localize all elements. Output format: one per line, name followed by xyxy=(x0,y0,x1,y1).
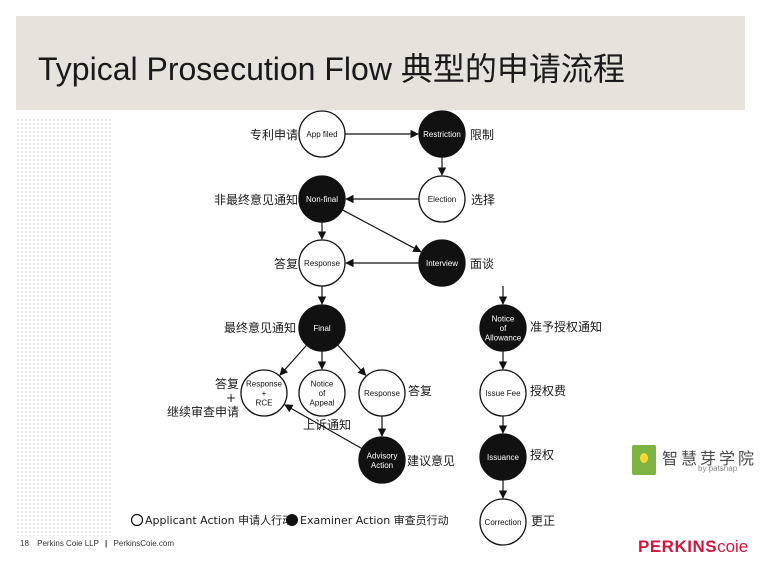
node-response2: Response xyxy=(358,369,406,417)
title-banner: Typical Prosecution Flow 典型的申请流程 xyxy=(16,16,745,110)
node-response-rce: Response+RCE xyxy=(240,369,288,417)
node-label-line: Restriction xyxy=(423,130,461,139)
node-label-line: Election xyxy=(428,195,456,204)
node-circle xyxy=(298,175,346,223)
node-label-line: of xyxy=(500,324,507,333)
footer-separator: | xyxy=(105,539,108,548)
node-circle xyxy=(358,436,406,484)
footer: 18 Perkins Coie LLP | PerkinsCoie.com xyxy=(20,539,174,548)
node-label-line: Allowance xyxy=(485,334,522,343)
node-response1: Response xyxy=(298,239,346,287)
node-label-line: Notice xyxy=(311,380,334,389)
node-circle xyxy=(418,110,466,158)
node-label-line: Non-final xyxy=(306,195,338,204)
label-response1-cn: 答复 xyxy=(274,256,298,271)
label-final-cn: 最终意见通知 xyxy=(224,320,296,335)
node-circle xyxy=(298,304,346,352)
node-label-line: Advisory xyxy=(367,451,398,460)
label-app-filed-cn: 专利申请 xyxy=(250,127,298,142)
node-app-filed: App filed xyxy=(298,110,346,158)
label-interview-cn: 面谈 xyxy=(470,257,494,271)
flow-arrows xyxy=(279,129,508,499)
node-correction: Correction xyxy=(479,498,527,546)
legend: Applicant Action 申请人行动 Examiner Action 审… xyxy=(130,513,449,527)
label-correction-cn: 更正 xyxy=(531,514,555,528)
zhihuiya-logo: 智慧芽学院 by patsnap xyxy=(632,445,754,475)
node-election: Election xyxy=(418,175,466,223)
label-rce-line1-cn: 答复 xyxy=(215,376,239,391)
node-label-line: of xyxy=(319,389,326,398)
arrow-final-to-response2 xyxy=(337,344,367,376)
label-response2-cn: 答复 xyxy=(408,383,432,398)
node-label-line: Appeal xyxy=(310,399,335,408)
node-label-line: Issue Fee xyxy=(485,389,521,398)
node-circle xyxy=(298,369,346,417)
node-circle xyxy=(298,110,346,158)
node-circle xyxy=(358,369,406,417)
node-label-line: RCE xyxy=(256,399,273,408)
node-circle xyxy=(479,433,527,481)
node-issuance: Issuance xyxy=(479,433,527,481)
dot-pattern xyxy=(16,118,112,536)
page-number: 18 xyxy=(20,539,29,548)
arrow-final-to-response-rce xyxy=(279,344,308,376)
label-election-cn: 选择 xyxy=(471,193,495,207)
node-label-line: Action xyxy=(371,461,393,470)
node-label-line: Issuance xyxy=(487,453,520,462)
node-label-line: Notice xyxy=(492,315,515,324)
label-non-final-cn: 非最终意见通知 xyxy=(214,192,298,207)
page-title: Typical Prosecution Flow 典型的申请流程 xyxy=(38,51,625,87)
arrow-advisory-to-response-rce xyxy=(284,404,363,450)
label-allowance-cn: 准予授权通知 xyxy=(530,319,602,334)
legend-applicant-label: Applicant Action 申请人行动 xyxy=(145,514,293,527)
node-label-line: Final xyxy=(313,324,331,333)
label-advisory-cn: 建议意见 xyxy=(407,453,455,468)
node-label-line: Correction xyxy=(485,518,522,527)
legend-examiner-label: Examiner Action 审查员行动 xyxy=(300,513,449,527)
lightbulb-icon xyxy=(632,445,656,475)
logo-chinese-text: 智慧芽学院 xyxy=(662,449,758,468)
node-restriction: Restriction xyxy=(418,110,466,158)
label-restriction-cn: 限制 xyxy=(470,128,494,142)
perkins-coie-logo: PERKINScoie xyxy=(638,537,748,557)
node-non-final: Non-final xyxy=(298,175,346,223)
node-label-line: App filed xyxy=(306,130,337,139)
label-rce-line3-cn: 继续审查申请 xyxy=(167,404,239,419)
node-label-line: Response xyxy=(364,389,401,398)
footer-firm: Perkins Coie LLP xyxy=(37,539,99,548)
node-label-line: + xyxy=(262,389,267,398)
node-issue-fee: Issue Fee xyxy=(479,369,527,417)
node-circle xyxy=(479,304,527,352)
node-label-line: Response xyxy=(246,380,283,389)
legend-examiner-marker xyxy=(286,514,298,526)
label-rce-line2-cn: + xyxy=(226,391,236,405)
label-issue-fee-cn: 授权费 xyxy=(530,383,566,398)
node-interview: Interview xyxy=(418,239,466,287)
brand-part-1: PERKINS xyxy=(638,537,718,556)
node-label-line: Response xyxy=(304,259,341,268)
label-issuance-cn: 授权 xyxy=(530,447,554,462)
node-circle xyxy=(418,239,466,287)
node-circle xyxy=(418,175,466,223)
node-circle xyxy=(479,498,527,546)
arrow-non-final-to-interview xyxy=(342,209,422,253)
node-circle xyxy=(298,239,346,287)
legend-applicant-marker xyxy=(130,513,144,527)
node-circle xyxy=(240,369,288,417)
brand-part-2: coie xyxy=(717,537,749,556)
node-circle xyxy=(479,369,527,417)
footer-site: PerkinsCoie.com xyxy=(113,539,174,548)
logo-english-text: by patsnap xyxy=(698,464,738,473)
label-appeal-cn: 上诉通知 xyxy=(303,418,351,432)
node-label-line: Interview xyxy=(426,259,458,268)
node-final: Final xyxy=(298,304,346,352)
